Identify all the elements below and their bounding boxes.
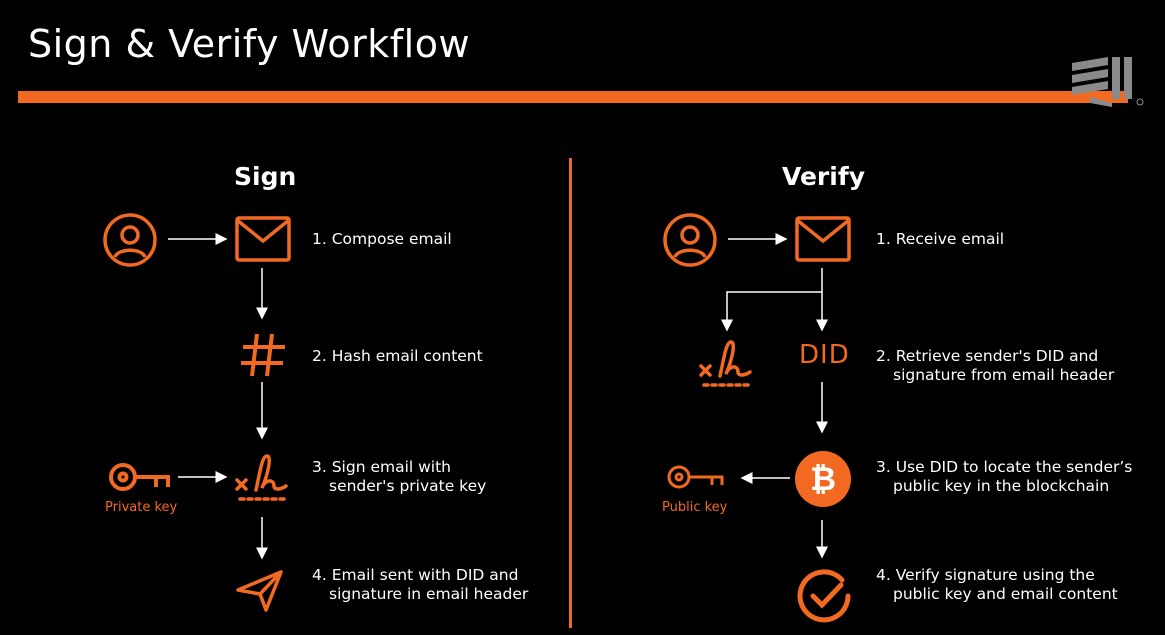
sign-step-1-line1: 1. Compose email bbox=[312, 230, 452, 248]
verify-step-3: 3. Use DID to locate the sender’s public… bbox=[876, 458, 1132, 496]
sign-step-4-line1: 4. Email sent with DID and bbox=[312, 566, 519, 584]
sign-step-1: 1. Compose email bbox=[312, 230, 452, 249]
verify-step-2: 2. Retrieve sender's DID and signature f… bbox=[876, 347, 1114, 385]
check-circle-icon bbox=[796, 568, 852, 629]
verify-heading: Verify bbox=[782, 162, 866, 191]
public-key-icon bbox=[666, 462, 726, 499]
logo-icon bbox=[1070, 55, 1150, 115]
user-icon bbox=[102, 212, 158, 273]
did-label: DID bbox=[799, 340, 850, 370]
verify-step-4-line1: 4. Verify signature using the bbox=[876, 566, 1095, 584]
sign-heading: Sign bbox=[234, 162, 297, 191]
page-title: Sign & Verify Workflow bbox=[28, 22, 471, 66]
verify-step-2-line2: signature from email header bbox=[893, 366, 1115, 384]
verify-step-4-line2: public key and email content bbox=[893, 585, 1118, 603]
signature-icon bbox=[234, 452, 294, 509]
sign-step-2-line1: 2. Hash email content bbox=[312, 347, 483, 365]
verify-step-4: 4. Verify signature using the public key… bbox=[876, 566, 1118, 604]
verify-step-3-line1: 3. Use DID to locate the sender’s bbox=[876, 458, 1133, 476]
verify-step-1: 1. Receive email bbox=[876, 230, 1004, 249]
user-icon bbox=[662, 212, 718, 273]
envelope-icon bbox=[795, 216, 851, 267]
bitcoin-icon: ₿ bbox=[794, 450, 852, 513]
verify-step-2-line1: 2. Retrieve sender's DID and bbox=[876, 347, 1099, 365]
sign-step-4: 4. Email sent with DID and signature in … bbox=[312, 566, 528, 604]
column-divider bbox=[569, 158, 572, 628]
private-key-icon bbox=[108, 460, 172, 501]
envelope-icon bbox=[235, 216, 291, 267]
verify-step-1-line1: 1. Receive email bbox=[876, 230, 1005, 248]
private-key-label: Private key bbox=[105, 500, 178, 515]
sign-step-3-line1: 3. Sign email with bbox=[312, 458, 452, 476]
sign-step-3: 3. Sign email with sender's private key bbox=[312, 458, 486, 496]
sign-step-4-line2: signature in email header bbox=[329, 585, 529, 603]
arrow-email-to-signature bbox=[721, 268, 823, 332]
svg-text:₿: ₿ bbox=[810, 460, 836, 498]
sign-step-2: 2. Hash email content bbox=[312, 347, 483, 366]
public-key-label: Public key bbox=[662, 500, 728, 515]
hash-icon bbox=[238, 330, 288, 385]
verify-step-3-line2: public key in the blockchain bbox=[893, 477, 1110, 495]
sign-step-3-line2: sender's private key bbox=[329, 477, 487, 495]
signature-icon bbox=[698, 338, 758, 395]
title-underline bbox=[18, 91, 1128, 103]
paper-plane-icon bbox=[236, 568, 286, 619]
